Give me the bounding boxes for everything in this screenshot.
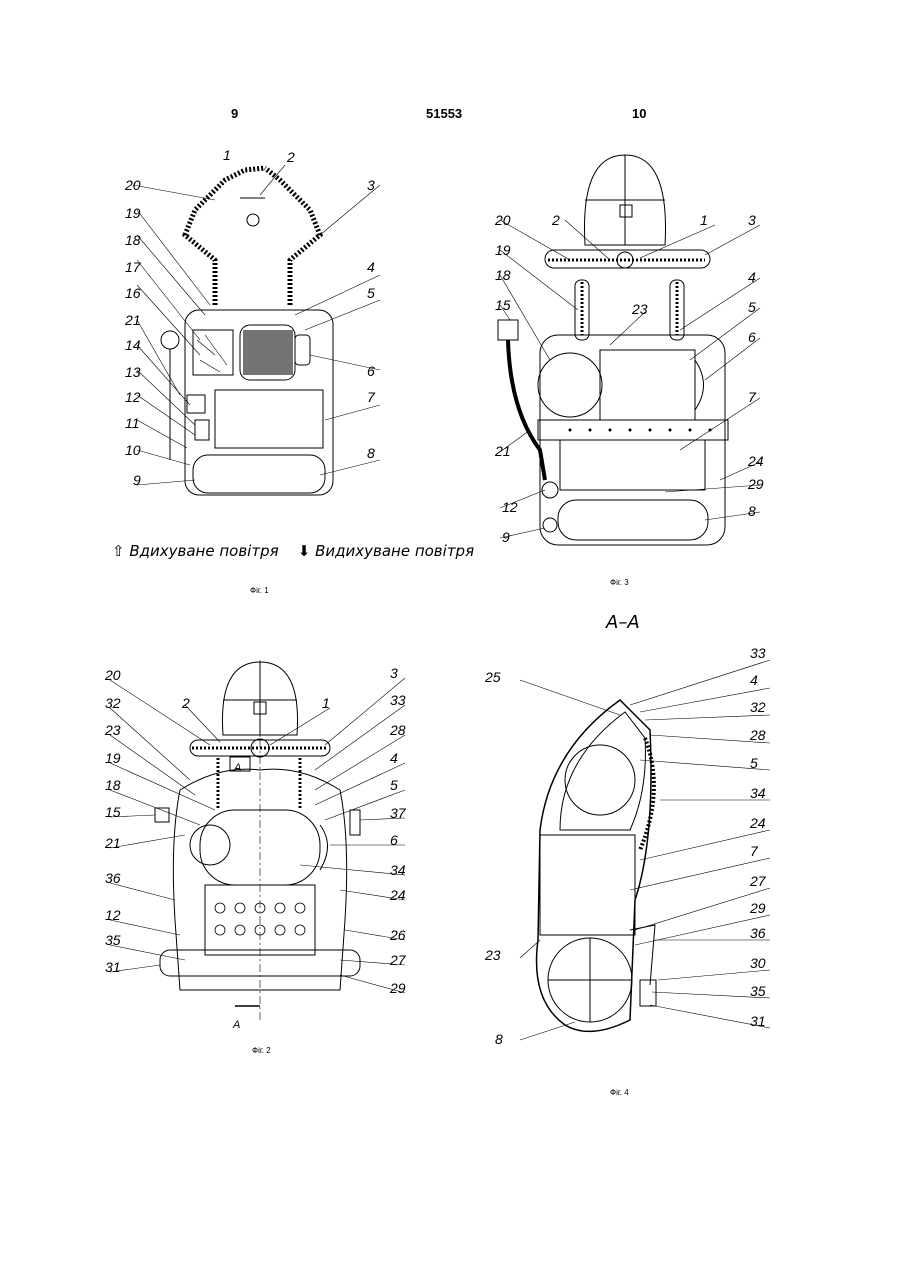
figure-3-caption: Фіг. 3 [610, 578, 629, 587]
patent-number: 51553 [426, 106, 462, 121]
flow-legend: ⇧ Вдихуване повітря ⬇ Видихуване повітря [112, 542, 474, 560]
fig3-label: 8 [748, 503, 756, 519]
fig2-label: 34 [390, 862, 406, 878]
fig3-label: 5 [748, 299, 756, 315]
fig1-label: 3 [367, 177, 375, 193]
fig1-label: 14 [125, 337, 141, 353]
figure-2-labels: 20 32 23 19 18 15 21 36 12 35 31 2 1 3 3… [100, 660, 420, 1040]
fig4-label: 30 [750, 955, 766, 971]
fig1-label: 11 [125, 415, 140, 431]
arrow-up-icon: ⇧ [112, 542, 125, 560]
fig1-label: 4 [367, 259, 375, 275]
fig4-label: 34 [750, 785, 766, 801]
fig4-label: 33 [750, 645, 766, 661]
fig3-label: 1 [700, 212, 708, 228]
fig3-label: 12 [502, 499, 518, 515]
fig2-label: 15 [105, 804, 121, 820]
fig3-label: 18 [495, 267, 511, 283]
fig3-label: 7 [748, 389, 757, 405]
fig3-label: 9 [502, 529, 510, 545]
fig2-label: 35 [105, 932, 121, 948]
fig3-label: 15 [495, 297, 511, 313]
fig1-label: 21 [124, 312, 141, 328]
fig4-label: 29 [749, 900, 766, 916]
fig4-label: 25 [484, 669, 501, 685]
fig3-label: 29 [747, 476, 764, 492]
fig2-label: 19 [105, 750, 121, 766]
fig3-label: 4 [748, 269, 756, 285]
legend-exhaled: Видихуване повітря [315, 542, 474, 560]
fig3-label: 19 [495, 242, 511, 258]
fig3-label: 3 [748, 212, 756, 228]
fig3-label: 6 [748, 329, 756, 345]
legend-inhaled: Вдихуване повітря [129, 542, 278, 560]
fig4-label: 7 [750, 843, 759, 859]
fig2-label: 21 [104, 835, 121, 851]
fig2-label: 20 [104, 667, 121, 683]
fig2-label: 3 [390, 665, 398, 681]
fig4-label: 8 [495, 1031, 503, 1047]
fig1-label: 8 [367, 445, 375, 461]
fig1-label: 1 [223, 147, 231, 163]
fig1-label: 5 [367, 285, 375, 301]
figure-4-labels: 25 23 8 33 4 32 28 5 34 24 7 27 29 36 30… [480, 640, 780, 1060]
fig3-label: 24 [747, 453, 764, 469]
fig4-label: 28 [749, 727, 766, 743]
fig1-label: 17 [125, 259, 142, 275]
fig2-label: 36 [105, 870, 121, 886]
fig2-label: 4 [390, 750, 398, 766]
fig2-label: 27 [389, 952, 407, 968]
fig2-label: 6 [390, 832, 398, 848]
fig2-section-mark-bottom: А [232, 1019, 240, 1031]
fig4-label: 31 [750, 1013, 766, 1029]
figure-3-labels: 20 2 19 18 15 21 12 9 1 3 23 4 5 6 7 24 … [490, 150, 770, 560]
fig4-label: 32 [750, 699, 766, 715]
fig3-label: 21 [494, 443, 511, 459]
fig1-label: 19 [125, 205, 141, 221]
fig1-label: 7 [367, 389, 376, 405]
fig3-label: 20 [494, 212, 511, 228]
fig2-label: 18 [105, 777, 121, 793]
fig2-label: 2 [181, 695, 190, 711]
fig4-label: 23 [484, 947, 501, 963]
figure-4-caption: Фіг. 4 [610, 1088, 629, 1097]
fig1-label: 13 [125, 364, 141, 380]
fig4-label: 5 [750, 755, 758, 771]
fig2-label: 26 [389, 927, 406, 943]
fig3-label: 2 [551, 212, 560, 228]
fig2-label: 31 [105, 959, 121, 975]
fig1-label: 12 [125, 389, 141, 405]
fig1-label: 2 [286, 149, 295, 165]
fig4-label: 24 [749, 815, 766, 831]
fig2-label: 5 [390, 777, 398, 793]
fig1-label: 9 [133, 472, 141, 488]
fig2-label: 32 [105, 695, 121, 711]
fig4-label: 4 [750, 672, 758, 688]
fig2-label: 1 [322, 695, 330, 711]
figure-4-section-title: А–А [606, 612, 640, 633]
figure-1-caption: Фіг. 1 [250, 586, 269, 595]
fig4-label: 36 [750, 925, 766, 941]
fig2-label: 37 [390, 805, 407, 821]
fig2-label: 24 [389, 887, 406, 903]
page-number-left: 9 [231, 106, 238, 121]
fig1-label: 18 [125, 232, 141, 248]
fig2-label: 23 [104, 722, 121, 738]
fig1-label: 16 [125, 285, 141, 301]
fig4-label: 27 [749, 873, 767, 889]
fig3-label: 23 [631, 301, 648, 317]
page-number-right: 10 [632, 106, 646, 121]
fig2-section-mark: А [233, 762, 241, 774]
fig2-label: 33 [390, 692, 406, 708]
fig2-label: 12 [105, 907, 121, 923]
fig2-label: 29 [389, 980, 406, 996]
figure-1-labels: 1 20 19 18 17 16 21 14 13 12 11 10 9 2 3… [115, 140, 415, 500]
fig4-label: 35 [750, 983, 766, 999]
fig1-label: 10 [125, 442, 141, 458]
fig2-label: 28 [389, 722, 406, 738]
arrow-down-icon: ⬇ [298, 542, 311, 560]
figure-2-caption: Фіг. 2 [252, 1046, 271, 1055]
fig1-label: 6 [367, 363, 375, 379]
fig1-label: 20 [124, 177, 141, 193]
